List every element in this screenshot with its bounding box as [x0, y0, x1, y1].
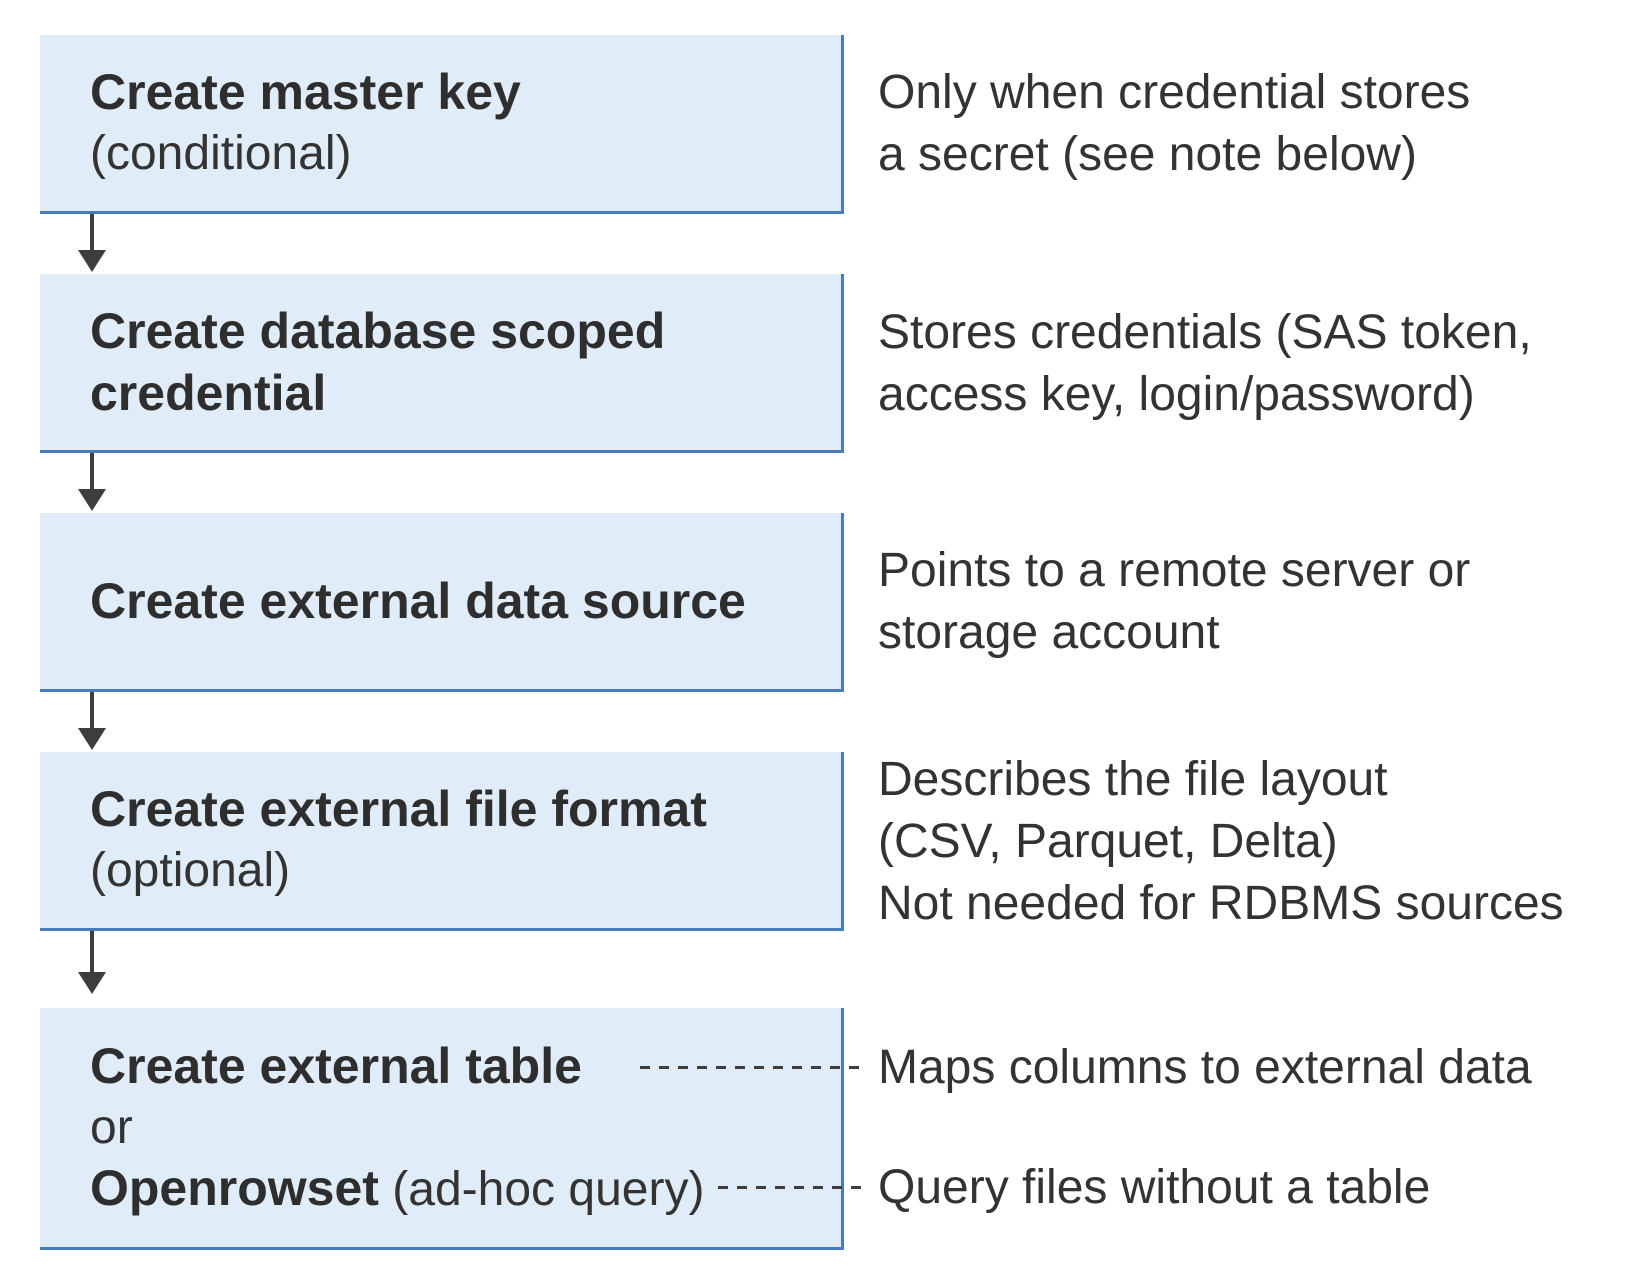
down-arrow-stem: [90, 214, 94, 250]
box-title: Create master key: [90, 64, 521, 120]
box-create-external-data-source: Create external data source: [40, 513, 844, 692]
down-arrow-head-icon: [78, 489, 106, 511]
box-title: Create database scoped credential: [90, 303, 666, 421]
box-create-external-table-or-openrowset: Create external table or Openrowset (ad-…: [40, 1008, 844, 1250]
note-scoped-credential: Stores credentials (SAS token, access ke…: [878, 306, 1532, 421]
dashed-connector-openrowset: [718, 1186, 868, 1189]
box-title: Openrowset: [90, 1159, 379, 1216]
down-arrow-head-icon: [78, 972, 106, 994]
box-subtitle: (optional): [90, 844, 291, 897]
or-label: or: [90, 1100, 133, 1154]
down-arrow-head-icon: [78, 728, 106, 750]
down-arrow-stem: [90, 453, 94, 489]
box-create-database-scoped-credential: Create database scoped credential: [40, 274, 844, 453]
note-master-key: Only when credential stores a secret (se…: [878, 66, 1471, 181]
down-arrow-head-icon: [78, 250, 106, 272]
final-line-openrowset: Openrowset (ad-hoc query): [90, 1158, 821, 1220]
note-external-file-format: Describes the file layout (CSV, Parquet,…: [878, 753, 1564, 930]
note-external-table: Maps columns to external data: [878, 1041, 1532, 1094]
note-external-data-source: Points to a remote server or storage acc…: [878, 544, 1471, 659]
box-title: Create external data source: [90, 573, 746, 629]
box-title: Create external table: [90, 1037, 582, 1094]
box-subtitle: (ad-hoc query): [378, 1162, 705, 1216]
dashed-connector-external-table: [640, 1066, 868, 1069]
box-create-master-key: Create master key (conditional): [40, 35, 844, 214]
box-create-external-file-format: Create external file format (optional): [40, 752, 844, 931]
note-openrowset: Query files without a table: [878, 1161, 1431, 1214]
box-title: Create external file format: [90, 781, 707, 837]
down-arrow-stem: [90, 931, 94, 972]
box-subtitle: (conditional): [90, 127, 352, 180]
final-line-or: or: [90, 1098, 821, 1158]
down-arrow-stem: [90, 692, 94, 728]
final-line-create-external-table: Create external table: [90, 1036, 821, 1098]
